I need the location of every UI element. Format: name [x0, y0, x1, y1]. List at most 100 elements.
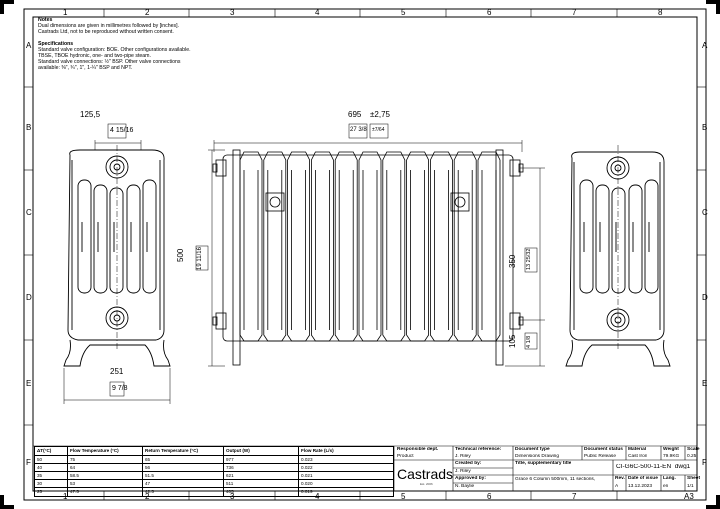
dim-foot-width-in: 9 7/8	[112, 385, 128, 392]
document-type: Dimensions Drawing	[515, 454, 559, 459]
grid-row-label: C	[26, 208, 32, 217]
column-header: Output (W)	[223, 446, 299, 456]
created-by-label: Created by:	[455, 461, 482, 466]
table-cell: 47	[142, 479, 224, 489]
dim-valve-height-in: 4 1/8	[526, 335, 532, 348]
table-cell: 53	[67, 479, 143, 489]
radiator-section	[239, 151, 263, 342]
responsible-dept-label: Responsible dept.	[397, 447, 439, 452]
document-status: Public Release	[584, 454, 616, 459]
table-cell: 75	[67, 454, 143, 464]
grid-row-label: C	[702, 208, 708, 217]
paper-size: A3	[684, 492, 694, 501]
material-label: Material	[628, 447, 647, 452]
table-cell: 65	[142, 454, 224, 464]
front-view	[212, 149, 524, 366]
dim-height-mm: 500	[176, 248, 185, 262]
dim-valve-height-mm: 105	[508, 334, 517, 348]
weight: 79.9KG	[663, 454, 680, 459]
dimension-lines	[63, 140, 619, 404]
grid-row-label: B	[702, 123, 708, 132]
grid-column-label: 8	[658, 8, 663, 17]
table-cell: 25	[34, 487, 68, 497]
column-header: Return Temperature (°C)	[142, 446, 224, 456]
dim-front-width-in: 27 3/8	[350, 127, 367, 133]
radiator-section	[477, 151, 501, 342]
dim-centres-in: 13 25/32	[526, 248, 532, 270]
rev: A	[615, 484, 619, 489]
table-cell: 40	[34, 462, 68, 472]
dim-height-in: 19 11/16	[197, 247, 203, 270]
radiator-section	[382, 151, 406, 342]
grid-row-label: E	[26, 379, 32, 388]
grid-column-label: 5	[401, 492, 406, 501]
notes-line: Castrads Ltd, not to be reproduced witho…	[38, 29, 174, 36]
grid-row-label: D	[26, 293, 32, 302]
table-cell: 0.023	[298, 454, 394, 464]
spec-line: Standard valve connections: ½" BSP. Othe…	[38, 59, 181, 66]
table-cell: 51.5	[142, 470, 224, 481]
spec-line: TBSE, TBOE hydronic, one- and two-pipe s…	[38, 53, 151, 60]
grid-column-label: 6	[487, 8, 492, 17]
outer-frame	[23, 8, 707, 501]
output-table: ΔT(°C) Flow Temperature (°C) Return Temp…	[34, 446, 394, 497]
grid-column-label: 2	[145, 8, 150, 17]
table-cell: 405	[223, 487, 299, 497]
document-status-label: Document status	[584, 447, 623, 452]
spec-line: Standard valve configuration: BOE. Other…	[38, 46, 191, 53]
table-cell: 736	[223, 462, 299, 472]
material: Cast Iron	[628, 454, 648, 459]
dim-front-width-tol-in: ±7/64	[372, 127, 385, 133]
approved-by: N. Baylie	[455, 484, 475, 489]
created-by: J. Riley	[455, 469, 471, 474]
radiator-section	[406, 151, 429, 342]
column-header: ΔT(°C)	[34, 446, 68, 456]
side-view-left	[63, 149, 171, 367]
radiator-section	[263, 151, 287, 342]
side-view-right	[565, 151, 671, 367]
radiator-section	[334, 151, 358, 342]
grid-column-label: 5	[401, 8, 406, 17]
table-cell: 50	[34, 454, 68, 464]
drawing-title: Grace 6 Column 500mm, 11 sections,	[515, 477, 596, 482]
radiator-section	[311, 151, 334, 342]
date-label: Date of issue	[628, 476, 658, 481]
radiator-section	[453, 151, 477, 342]
grid-row-label: A	[702, 41, 708, 50]
grid-row-label: D	[702, 293, 708, 302]
rev-label: Rev.	[615, 476, 625, 481]
dim-side-depth-mm: 125,5	[80, 110, 101, 119]
grid-column-label: 3	[230, 8, 235, 17]
table-cell: 0.021	[298, 470, 394, 481]
lang: en	[663, 484, 669, 489]
date-of-issue: 13.12.2023	[628, 484, 653, 489]
table-cell: 64	[67, 462, 143, 472]
table-cell: 30	[34, 479, 68, 489]
table-cell: 0.022	[298, 462, 394, 472]
responsible-dept: Product	[397, 454, 414, 459]
grid-row-label: B	[26, 123, 32, 132]
grid-column-label: 3	[230, 492, 235, 501]
table-cell: 35	[34, 470, 68, 481]
technical-ref: J. Riley	[455, 454, 471, 459]
table-cell: 42.5	[142, 487, 224, 497]
approved-by-label: Approved by:	[455, 476, 486, 481]
castrads-logo-sub: Est. 2006	[420, 482, 433, 486]
column-header: Flow Temperature (°C)	[67, 446, 143, 456]
spec-line: available: ⅜", ¾", 1", 1-¼" BSP and NPT.	[38, 65, 133, 72]
table-cell: 56	[142, 462, 224, 472]
grid-column-label: 2	[145, 492, 150, 501]
castrads-logo: Castrads	[397, 466, 454, 482]
dim-front-width-tol: ±2,75	[370, 110, 390, 119]
grid-column-label: 6	[487, 492, 492, 501]
radiator-section	[358, 151, 382, 342]
sheet-label: Sheet	[687, 476, 701, 481]
table-cell: 47.5	[67, 487, 143, 497]
title-label: Title, supplementary title	[515, 461, 572, 466]
technical-ref-label: Technical reference:	[455, 447, 502, 452]
lang-label: Lang.	[663, 476, 676, 481]
spec-heading: Specifications	[38, 40, 74, 47]
